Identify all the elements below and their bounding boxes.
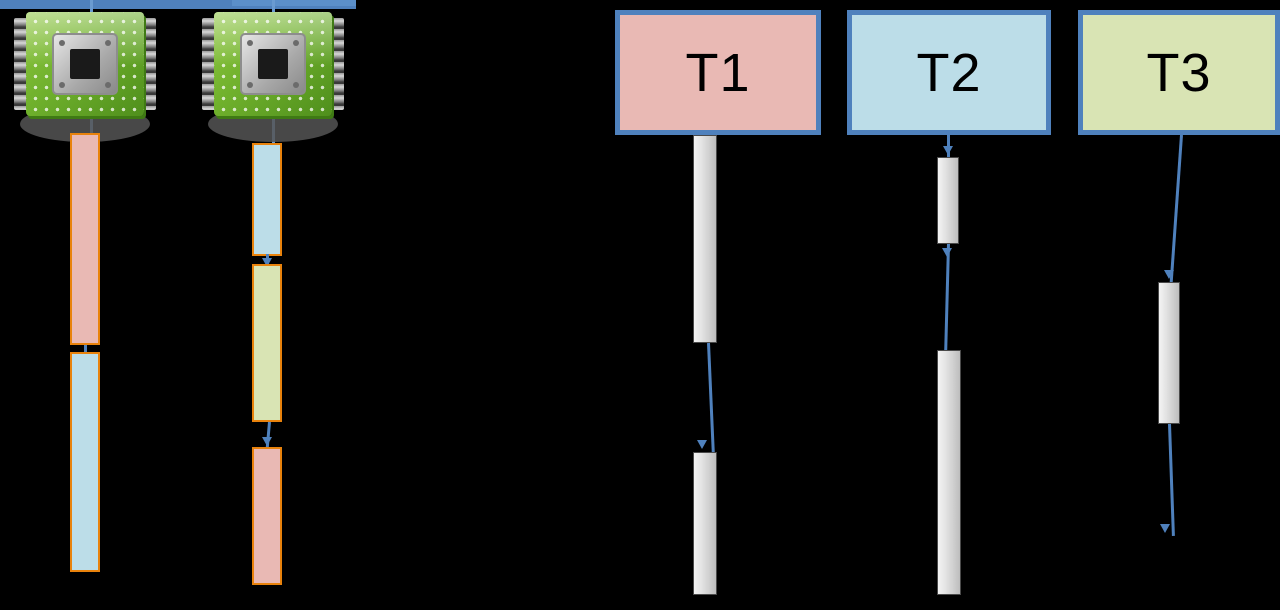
- task-block-c2-b1[interactable]: [252, 143, 282, 256]
- processor-icon-2[interactable]: [200, 6, 346, 142]
- execution-bar-t2-2[interactable]: [937, 350, 961, 595]
- arrowhead-t3-to-bar1: [1164, 270, 1174, 279]
- task-box-t1[interactable]: T1: [615, 10, 821, 135]
- arrowhead-t2-bar1-to-bar2: [942, 248, 952, 257]
- connector-c1-b1-to-c1-b2: [84, 345, 87, 354]
- task-box-t1-label: T1: [685, 42, 751, 103]
- processor-die-2: [240, 33, 306, 95]
- task-block-c2-b3[interactable]: [252, 447, 282, 585]
- execution-bar-t2-1[interactable]: [937, 157, 959, 244]
- task-block-c1-b1[interactable]: [70, 133, 100, 345]
- execution-bar-t1-2[interactable]: [693, 452, 717, 595]
- connector-t1-bar1-to-bar2: [707, 342, 715, 453]
- upper-rail: [232, 0, 356, 6]
- arrowhead-c2-b2-to-c2-b3: [262, 437, 272, 446]
- processor-body-2: [214, 12, 332, 116]
- processor-die-core-1: [70, 49, 100, 79]
- arrowhead-c2-b1-to-c2-b2: [262, 258, 272, 267]
- execution-bar-t1-1[interactable]: [693, 135, 717, 343]
- task-box-t2[interactable]: T2: [847, 10, 1051, 135]
- task-box-t3[interactable]: T3: [1078, 10, 1280, 135]
- arrowhead-t2-to-bar1: [943, 146, 953, 155]
- connector-t2-bar1-to-bar2: [944, 243, 950, 352]
- execution-bar-t3-1[interactable]: [1158, 282, 1180, 424]
- task-box-t2-label: T2: [916, 42, 982, 103]
- arrowhead-t3-bar1-down: [1160, 524, 1170, 533]
- task-box-t3-label: T3: [1146, 42, 1212, 103]
- main-rail: [0, 0, 356, 9]
- processor-die-core-2: [258, 49, 288, 79]
- processor-icon-1[interactable]: [12, 6, 158, 142]
- connector-t3-to-bar1: [1169, 134, 1183, 283]
- processor-die-1: [52, 33, 118, 95]
- task-block-c1-b2[interactable]: [70, 352, 100, 572]
- task-block-c2-b2[interactable]: [252, 264, 282, 422]
- processor-body-1: [26, 12, 144, 116]
- arrowhead-t1-bar1-to-bar2: [697, 440, 707, 449]
- connector-t3-bar1-down: [1168, 423, 1175, 536]
